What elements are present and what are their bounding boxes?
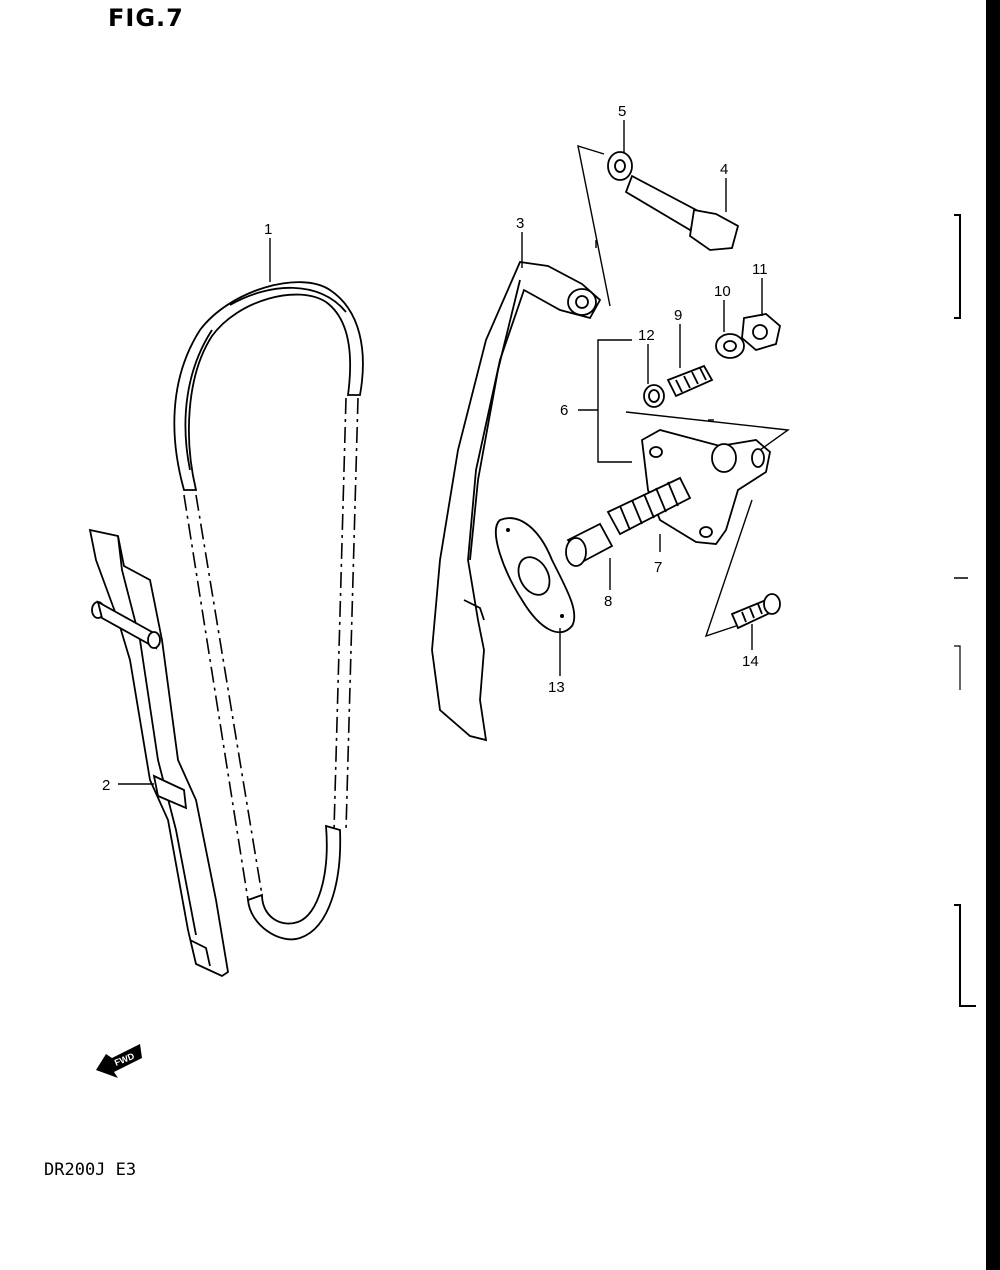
tensioner-push-rod bbox=[565, 522, 614, 567]
chain-tensioner-arm bbox=[431, 261, 602, 742]
scan-margin-marks bbox=[954, 214, 976, 1007]
callout-14: 14 bbox=[742, 653, 759, 670]
assembly-bracket bbox=[597, 339, 632, 463]
callout-3: 3 bbox=[516, 215, 524, 232]
callout-10: 10 bbox=[714, 283, 731, 300]
figure-title: FIG.7 bbox=[108, 4, 184, 32]
cam-chain bbox=[173, 281, 364, 941]
callout-5: 5 bbox=[618, 103, 626, 120]
callout-2: 2 bbox=[102, 777, 110, 794]
callout-1: 1 bbox=[264, 221, 272, 238]
nut bbox=[741, 313, 781, 352]
cam-chain-guide bbox=[88, 528, 229, 978]
model-code: DR200J E3 bbox=[44, 1160, 137, 1180]
o-ring bbox=[643, 384, 665, 408]
callout-8: 8 bbox=[604, 593, 612, 610]
callout-4: 4 bbox=[720, 161, 728, 178]
tensioner-spring bbox=[666, 364, 714, 398]
callout-numbers: 1 2 3 4 5 6 7 8 9 10 11 12 13 14 bbox=[102, 103, 768, 794]
callout-7: 7 bbox=[654, 559, 662, 576]
mounting-bolt bbox=[730, 593, 781, 630]
washer bbox=[715, 333, 745, 359]
tensioner-body bbox=[606, 429, 771, 545]
leader-lines bbox=[118, 120, 763, 785]
callout-6: 6 bbox=[560, 402, 568, 419]
assembly-lines bbox=[577, 144, 790, 638]
callout-9: 9 bbox=[674, 307, 682, 324]
tensioner-gasket bbox=[495, 517, 576, 634]
callout-12: 12 bbox=[638, 327, 655, 344]
callout-13: 13 bbox=[548, 679, 565, 696]
scan-edge-bar bbox=[986, 0, 1000, 1270]
bolt-washer bbox=[607, 151, 633, 181]
fwd-arrow-icon: FWD bbox=[96, 1044, 142, 1078]
pivot-bolt bbox=[624, 174, 740, 251]
callout-11: 11 bbox=[752, 261, 768, 278]
